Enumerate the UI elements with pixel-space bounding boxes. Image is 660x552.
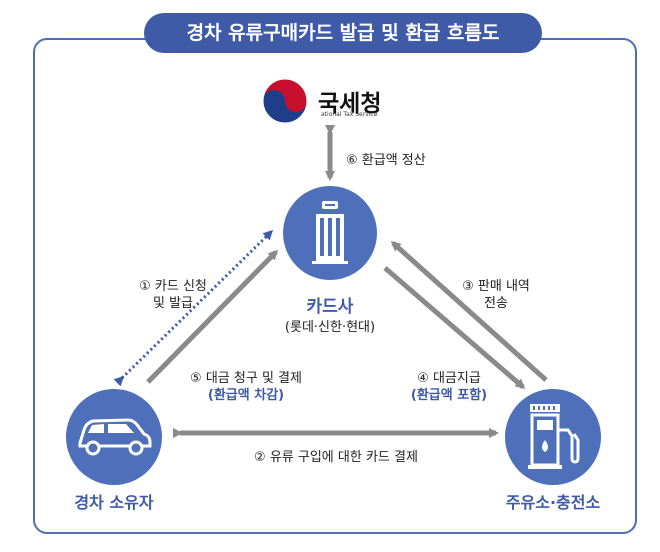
flow-settlement-label: ⑥ 환급액 정산 <box>346 153 426 168</box>
card-company-label: 카드사 <box>306 297 354 317</box>
flow-billing-label-2: (환급액 차감) <box>207 388 285 403</box>
flow-sales-report-label-2: 전송 <box>484 296 508 311</box>
flow-card-issue-label-2: 및 발급 <box>152 296 193 311</box>
gas-station-label: 주유소·충전소 <box>505 493 601 512</box>
car-owner-label: 경차 소유자 <box>74 493 154 512</box>
arrow-payment <box>383 266 526 389</box>
flow-payment-label: ④ 대금지급 <box>417 371 481 386</box>
flow-fuel-payment-label: ② 유류 구입에 대한 카드 결제 <box>254 450 418 465</box>
arrow-sales-report <box>390 240 548 382</box>
flow-sales-report-label: ③ 판매 내역 <box>462 279 530 294</box>
flow-payment-label-2: (환급액 포함) <box>410 388 488 403</box>
flow-billing-label: ⑤ 대금 청구 및 결제 <box>190 371 302 386</box>
agency-name: 국세청 <box>318 91 382 117</box>
agency-subtitle: ational Tax Service <box>321 111 378 118</box>
card-company-sublabel: (롯데·신한·현대) <box>284 320 376 335</box>
diagram-title: 경차 유류구매카드 발급 및 환급 흐름도 <box>144 13 542 53</box>
flow-card-issue-label: ① 카드 신청 <box>139 279 207 294</box>
